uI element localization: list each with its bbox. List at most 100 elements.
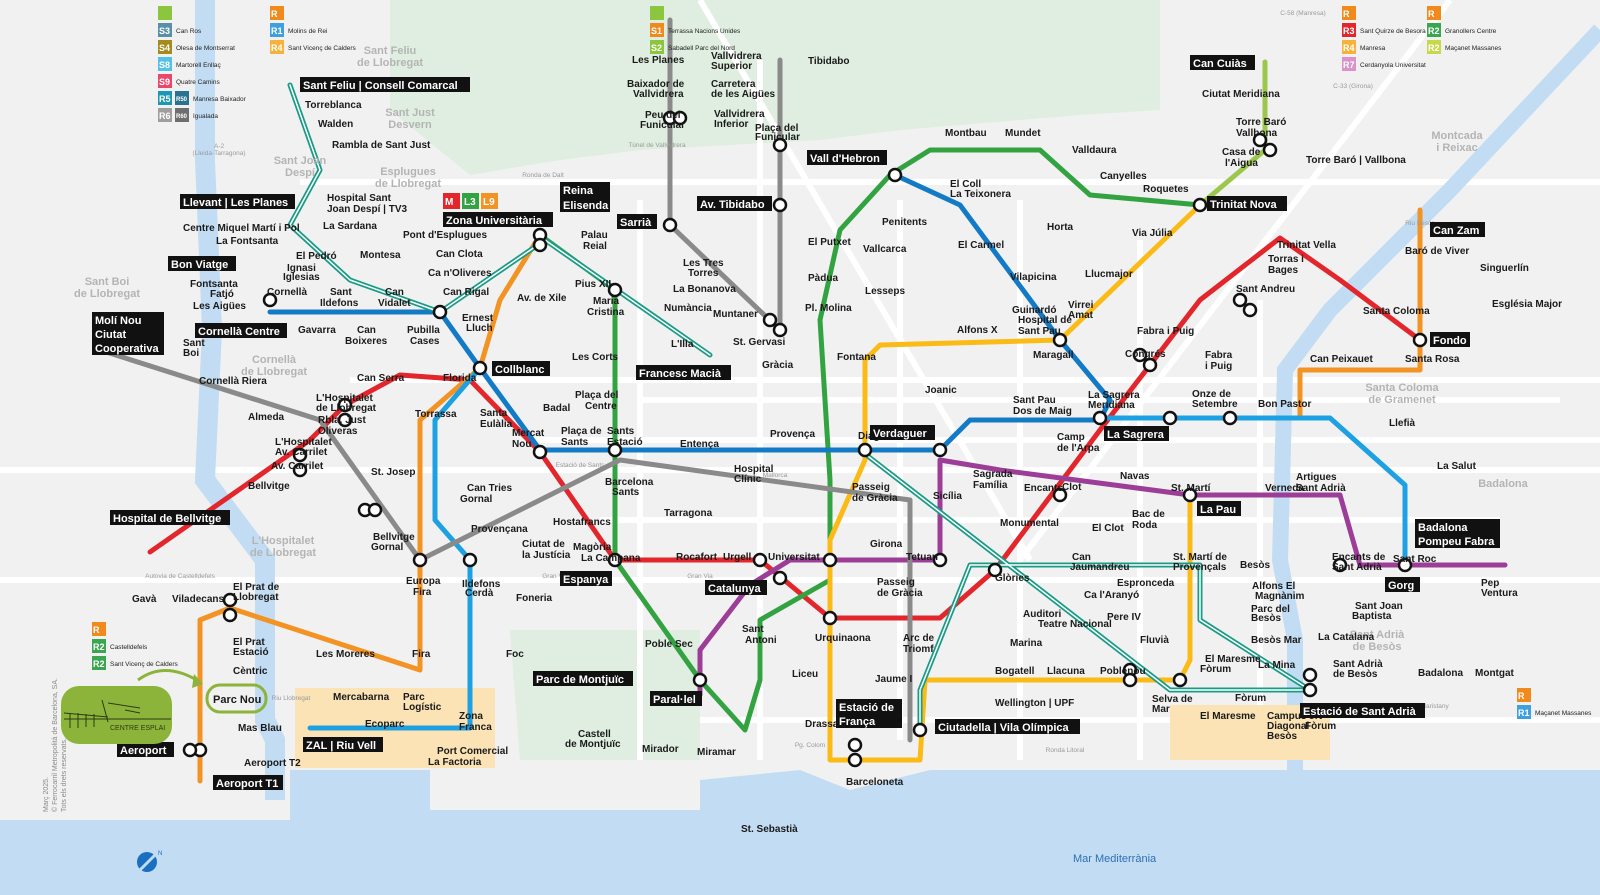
station-hostafrancs[interactable]: Hostafrancs <box>553 517 611 528</box>
interchange-dot[interactable] <box>822 552 838 568</box>
station-mar[interactable]: Mar <box>1152 704 1170 715</box>
station-fontsanta[interactable]: Fontsanta <box>190 279 238 290</box>
station-gavarra[interactable]: Gavarra <box>298 325 336 336</box>
station-el-coll[interactable]: El Coll <box>950 179 981 190</box>
station-vallvidrera[interactable]: Vallvidrera <box>633 89 684 100</box>
interchange-dot[interactable] <box>1397 557 1413 573</box>
station-sant[interactable]: Sant <box>742 624 764 635</box>
station-el-prat-de[interactable]: El Prat de <box>233 582 280 593</box>
station-tetuan[interactable]: Tetuan <box>906 552 938 563</box>
line-l2[interactable] <box>697 457 1508 698</box>
station-de-gracia[interactable]: de Gràcia <box>852 493 898 504</box>
station-montbau[interactable]: Montbau <box>945 128 987 139</box>
station-trinitat-vella[interactable]: Trinitat Vella <box>1277 240 1336 251</box>
station-espronceda[interactable]: Espronceda <box>1117 578 1175 589</box>
station-zona[interactable]: Zona <box>459 711 483 722</box>
centre-esplai-highlight[interactable]: CENTRE ESPLAI Parc Nou <box>61 669 268 744</box>
interchange-dot[interactable] <box>987 562 1003 578</box>
interchange-dot[interactable] <box>1172 672 1188 688</box>
major-station-bon-viatge[interactable]: Bon Viatge <box>168 256 236 271</box>
station-besos-mar[interactable]: Besòs Mar <box>1251 635 1302 646</box>
station-can-rigal[interactable]: Can Rigal <box>443 287 489 298</box>
station-oliveras[interactable]: Oliveras <box>318 426 358 437</box>
line-l1[interactable] <box>147 235 1423 621</box>
major-station-reina[interactable]: Reina <box>560 182 610 197</box>
station-miramar[interactable]: Miramar <box>697 747 736 758</box>
station-fatjo[interactable]: Fatjó <box>210 289 234 300</box>
station-l-aigua[interactable]: l'Aigua <box>1225 158 1258 169</box>
station-pep[interactable]: Pep <box>1481 578 1499 589</box>
interchange-dot[interactable] <box>1092 410 1108 426</box>
station-europa[interactable]: Europa <box>406 576 441 587</box>
station-palau[interactable]: Palau <box>581 230 608 241</box>
interchange-dot[interactable] <box>1302 667 1318 683</box>
station-torreblanca[interactable]: Torreblanca <box>305 100 362 111</box>
station-can-clota[interactable]: Can Clota <box>436 249 483 260</box>
station-roda[interactable]: Roda <box>1132 520 1157 531</box>
station-cornella[interactable]: Cornellà <box>267 287 307 298</box>
station-ildefons[interactable]: Ildefons <box>462 579 501 590</box>
station-hospital-de[interactable]: Hospital de <box>1018 315 1072 326</box>
station-can[interactable]: Can <box>1072 552 1091 563</box>
station-st-marti-de[interactable]: St. Martí de <box>1173 552 1227 563</box>
station-cornella-riera[interactable]: Cornellà Riera <box>199 376 267 387</box>
interchange-dot[interactable] <box>532 237 548 253</box>
interchange-dot[interactable] <box>847 737 863 753</box>
interchange-dot[interactable] <box>1412 332 1428 348</box>
station-vidalet[interactable]: Vidalet <box>378 298 411 309</box>
station-foc[interactable]: Foc <box>506 649 524 660</box>
interchange-dot[interactable] <box>932 442 948 458</box>
station-sant-pau[interactable]: Sant Pau <box>1013 395 1056 406</box>
station-bac-de[interactable]: Bac de <box>1132 509 1165 520</box>
interchange-dot[interactable] <box>1052 332 1068 348</box>
station-clinic[interactable]: Clínic <box>734 474 762 485</box>
interchange-dot[interactable] <box>1252 132 1268 148</box>
station-ciutat-de[interactable]: Ciutat de <box>522 539 565 550</box>
station-hospital-sant[interactable]: Hospital Sant <box>327 193 392 204</box>
major-station-fondo[interactable]: Fondo <box>1430 332 1470 347</box>
station-vallvidrera[interactable]: Vallvidrera <box>714 109 765 120</box>
interchange-dot[interactable] <box>607 442 623 458</box>
station-antoni[interactable]: Antoni <box>745 635 777 646</box>
interchange-dot[interactable] <box>1192 197 1208 213</box>
station-sant-pau[interactable]: Sant Pau <box>1018 326 1061 337</box>
station-viladecans[interactable]: Viladecans <box>172 594 225 605</box>
major-station-ciutadella-vila-olimpica[interactable]: Ciutadella | Vila Olímpica <box>935 719 1080 734</box>
station-boixeres[interactable]: Boixeres <box>345 336 388 347</box>
station-florida[interactable]: Florida <box>443 373 477 384</box>
station-provencals[interactable]: Provençals <box>1173 562 1227 573</box>
line-fgc2[interactable] <box>97 347 913 743</box>
interchange-dot[interactable] <box>262 292 278 308</box>
interchange-dot[interactable] <box>1132 347 1148 363</box>
station-can[interactable]: Can <box>385 287 404 298</box>
station-carretera[interactable]: Carretera <box>711 79 756 90</box>
station-el-carmel[interactable]: El Carmel <box>958 240 1004 251</box>
station-poble-sec[interactable]: Poble Sec <box>645 639 693 650</box>
station-artigues[interactable]: Artigues <box>1296 472 1337 483</box>
station-virrei[interactable]: Virrei <box>1068 300 1094 311</box>
major-station-badalona[interactable]: Badalona <box>1415 519 1500 534</box>
station-fira[interactable]: Fira <box>412 649 431 660</box>
interchange-dot[interactable] <box>412 552 428 568</box>
station-sicilia[interactable]: Sicília <box>933 491 962 502</box>
station-sants[interactable]: Sants <box>612 487 640 498</box>
station-badal[interactable]: Badal <box>543 403 570 414</box>
station-diagonal[interactable]: Diagonal <box>1267 721 1309 732</box>
station-franca[interactable]: Franca <box>459 722 492 733</box>
interchange-dot[interactable] <box>772 322 788 338</box>
interchange-dot[interactable] <box>752 552 768 568</box>
station-ca-n-oliveres[interactable]: Ca n'Oliveres <box>428 268 492 279</box>
station-santa-rosa[interactable]: Santa Rosa <box>1405 354 1460 365</box>
station-torre-baro[interactable]: Torre Baró <box>1236 117 1286 128</box>
major-station-francesc-macia[interactable]: Francesc Macià <box>636 365 731 380</box>
station-valldaura[interactable]: Valldaura <box>1072 145 1117 156</box>
station-lluch[interactable]: Lluch <box>466 323 493 334</box>
station-besos[interactable]: Besòs <box>1251 613 1281 624</box>
station-can-peixauet[interactable]: Can Peixauet <box>1310 354 1373 365</box>
station-bellvitge[interactable]: Bellvitge <box>373 532 415 543</box>
major-station-la-sagrera[interactable]: La Sagrera <box>1104 426 1169 441</box>
station-baixador-de[interactable]: Baixador de <box>627 79 685 90</box>
line-l9[interactable] <box>197 232 543 784</box>
station-de-gracia[interactable]: de Gràcia <box>877 588 923 599</box>
